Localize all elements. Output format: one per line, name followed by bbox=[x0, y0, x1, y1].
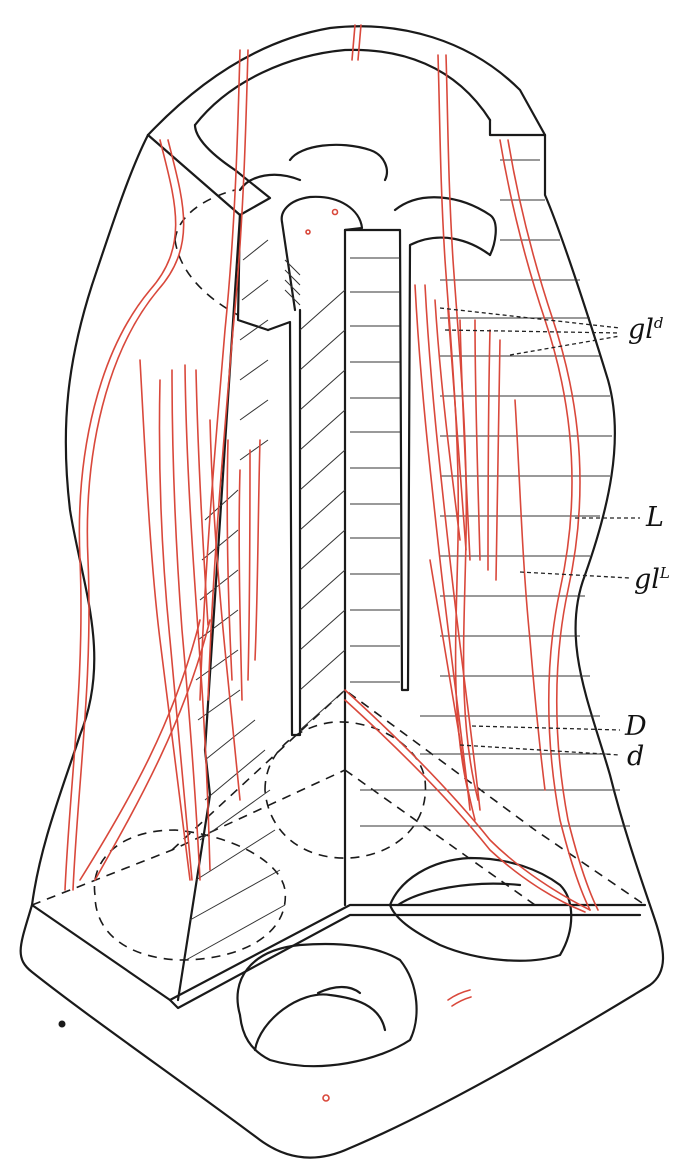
label-gl-d: gld bbox=[628, 316, 664, 343]
dashed-construction-lines bbox=[32, 190, 645, 960]
fiber-right-outer bbox=[500, 140, 590, 910]
label-D: D bbox=[625, 713, 647, 740]
left-cut-panel bbox=[178, 215, 240, 1000]
fiber-left-outer bbox=[65, 140, 176, 890]
ink-dot bbox=[59, 1021, 66, 1028]
partition-right bbox=[345, 230, 490, 690]
label-gl-L: glL bbox=[634, 566, 670, 593]
leader-lines bbox=[440, 308, 640, 755]
fiber-bundle-left bbox=[140, 360, 190, 880]
label-L: L bbox=[646, 504, 664, 531]
left-side-outline bbox=[21, 135, 663, 1158]
block-outline bbox=[21, 26, 663, 1157]
partition-left bbox=[268, 310, 300, 735]
leader-D bbox=[472, 726, 620, 730]
label-d: d bbox=[627, 743, 644, 770]
top-rim-outer bbox=[148, 26, 545, 135]
left-cut-face-top bbox=[148, 125, 270, 215]
leader-gld-3 bbox=[510, 336, 620, 355]
bottom-slab-edge bbox=[32, 905, 645, 1000]
bottom-cavity-right bbox=[390, 858, 571, 961]
leader-glL bbox=[520, 572, 630, 578]
fiber-bundles bbox=[65, 25, 598, 1101]
